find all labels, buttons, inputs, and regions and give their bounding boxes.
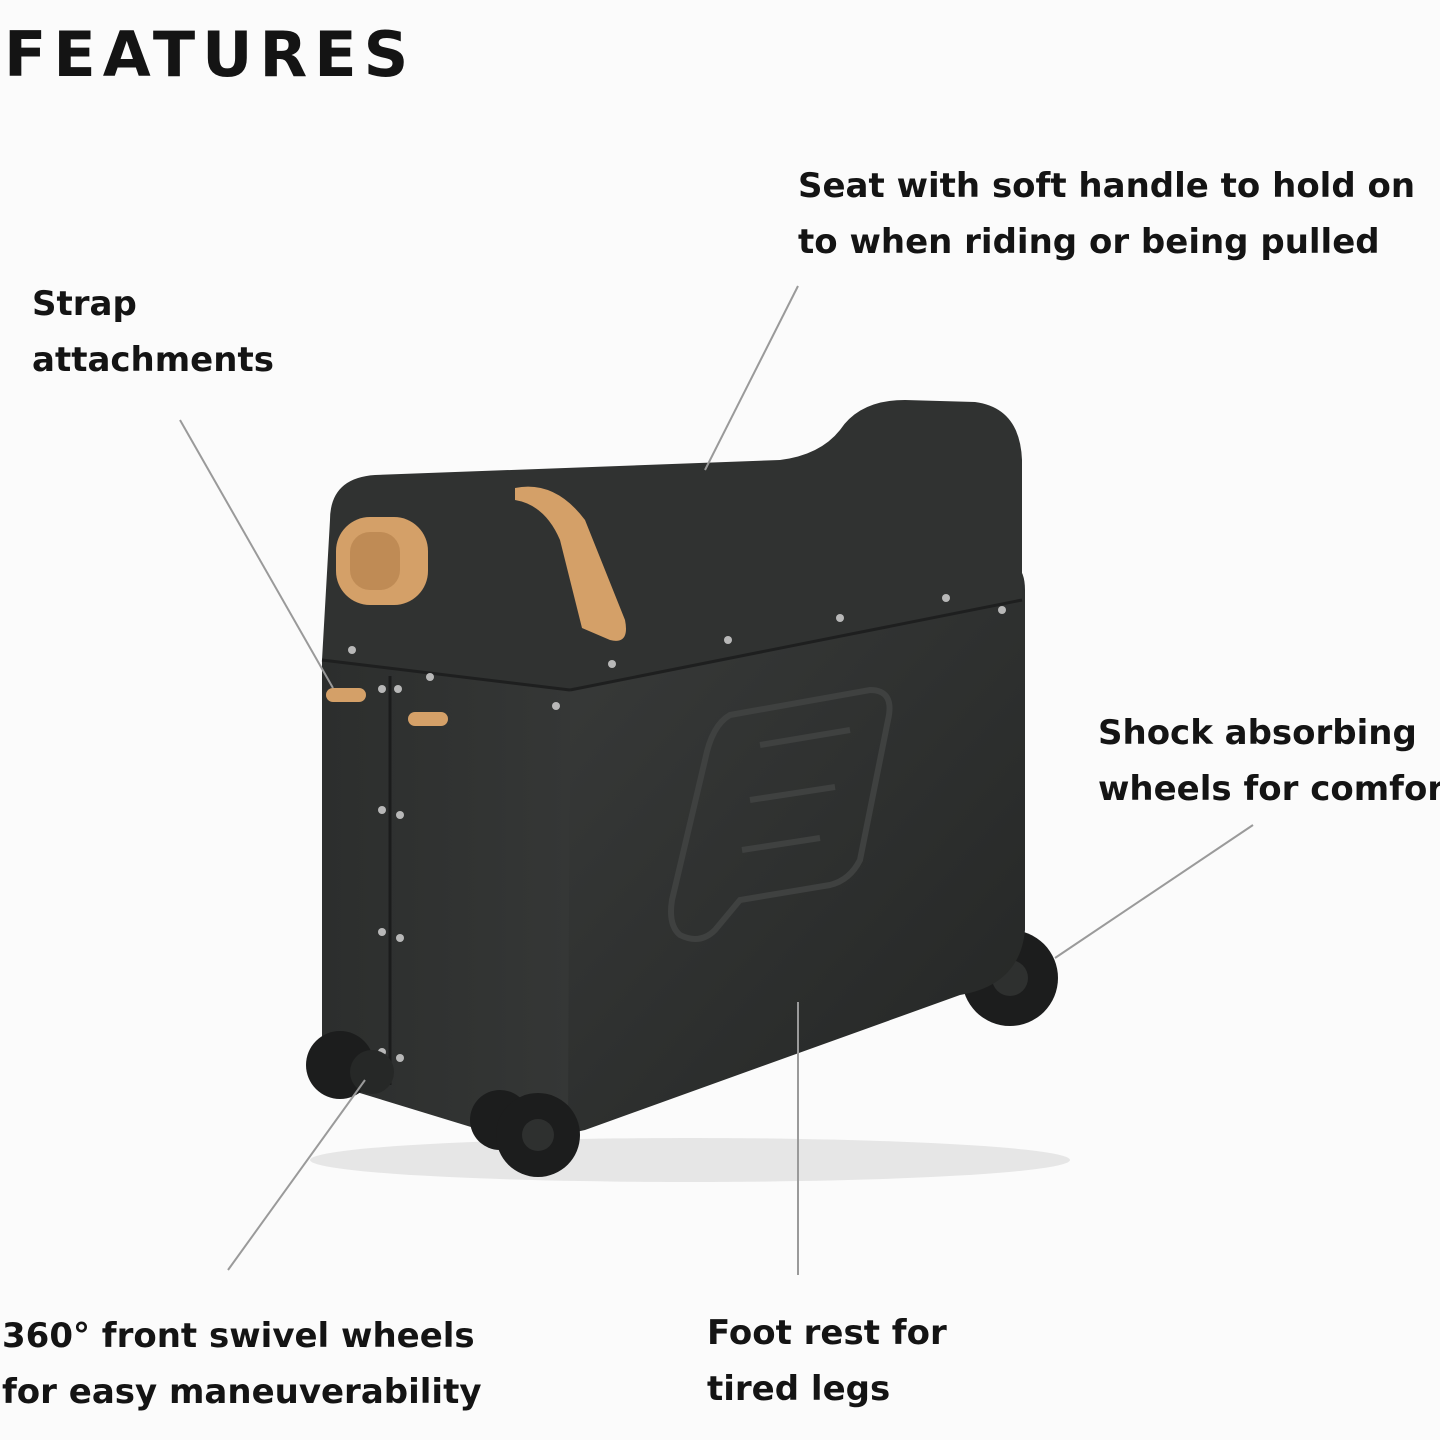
seat-handle-strap xyxy=(515,486,626,641)
leader-swivel xyxy=(227,1079,366,1271)
leader-shock xyxy=(1054,824,1254,959)
front-swivel-wheels xyxy=(306,1031,580,1177)
feature-shock-label: Shock absorbing wheels for comfort xyxy=(1098,713,1440,809)
feature-footrest-label: Foot rest for tired legs xyxy=(707,1313,947,1409)
leader-seat xyxy=(704,285,799,471)
feature-strap-label: Strap attachments xyxy=(32,284,274,380)
floor-shadow xyxy=(310,1138,1070,1182)
feature-swivel-label: 360° front swivel wheels for easy maneuv… xyxy=(2,1316,482,1412)
leader-strap xyxy=(179,419,334,689)
embossed-logo xyxy=(668,686,893,942)
rivets xyxy=(348,594,1006,1062)
feature-seat-label: Seat with soft handle to hold on to when… xyxy=(798,166,1416,262)
suitcase-front xyxy=(322,660,570,1146)
strap-clip-right xyxy=(408,712,448,726)
suitcase-lid xyxy=(322,400,1022,690)
page-title: FEATURES xyxy=(4,18,416,91)
leader-lines xyxy=(179,285,1254,1275)
strap-clip-left xyxy=(326,688,366,702)
